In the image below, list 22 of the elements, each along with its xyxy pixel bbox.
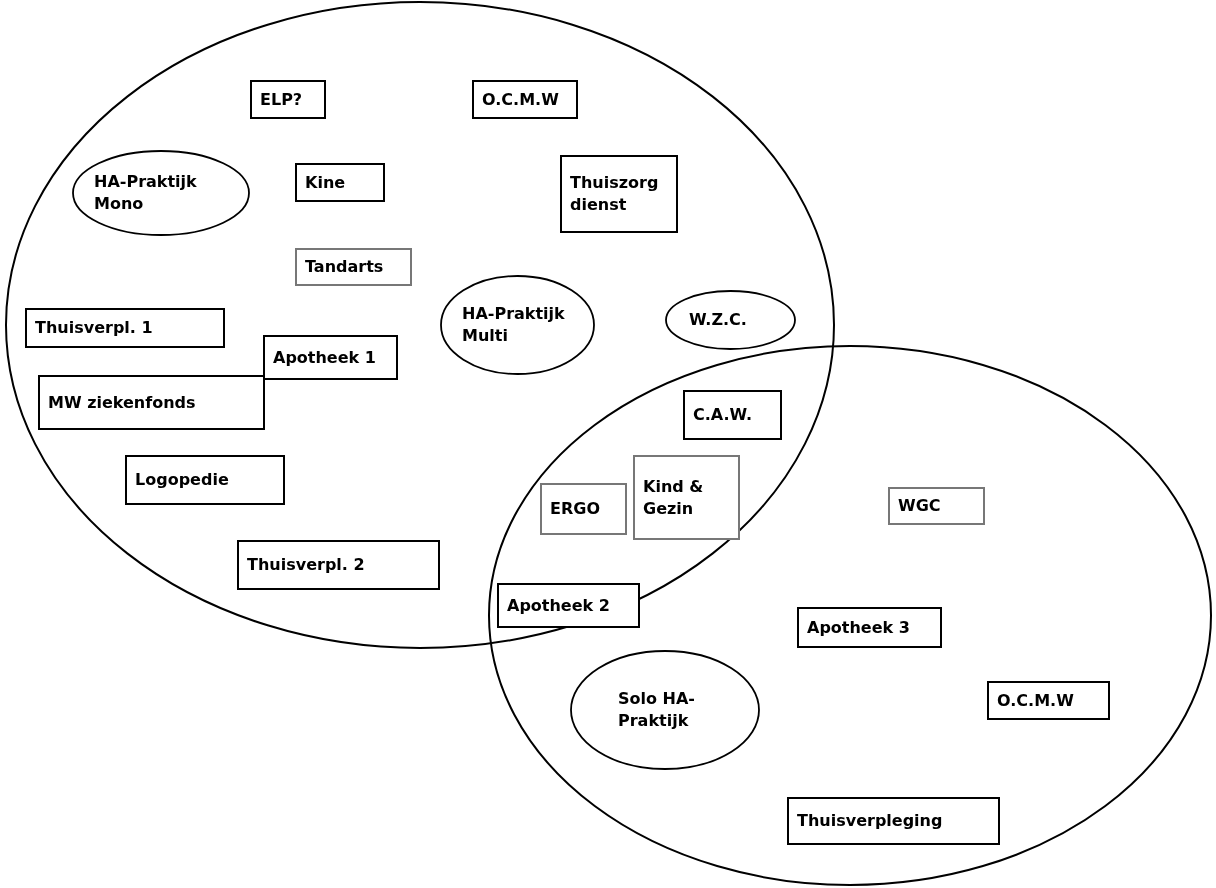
service-box: Tandarts: [295, 248, 412, 286]
ellipse-label: Solo HA-Praktijk: [618, 688, 696, 732]
service-box: Kind & Gezin: [633, 455, 740, 540]
ellipse-label: HA-Praktijk Multi: [462, 303, 566, 347]
ellipse-label: W.Z.C.: [689, 309, 748, 331]
service-box: Thuisverpl. 1: [25, 308, 225, 348]
service-box: Kine: [295, 163, 385, 202]
service-box: Logopedie: [125, 455, 285, 505]
service-box: Apotheek 2: [497, 583, 640, 628]
service-box: MW ziekenfonds: [38, 375, 265, 430]
service-box: Apotheek 3: [797, 607, 942, 648]
service-box: Thuisverpleging: [787, 797, 1000, 845]
service-box: O.C.M.W: [472, 80, 578, 119]
service-box: C.A.W.: [683, 390, 782, 440]
service-box: ELP?: [250, 80, 326, 119]
ellipse-label: HA-Praktijk Mono: [94, 171, 198, 215]
service-box: Apotheek 1: [263, 335, 398, 380]
service-box: Thuisverpl. 2: [237, 540, 440, 590]
service-box: Thuiszorg dienst: [560, 155, 678, 233]
service-box: ERGO: [540, 483, 627, 535]
service-box: O.C.M.W: [987, 681, 1110, 720]
service-box: WGC: [888, 487, 985, 525]
